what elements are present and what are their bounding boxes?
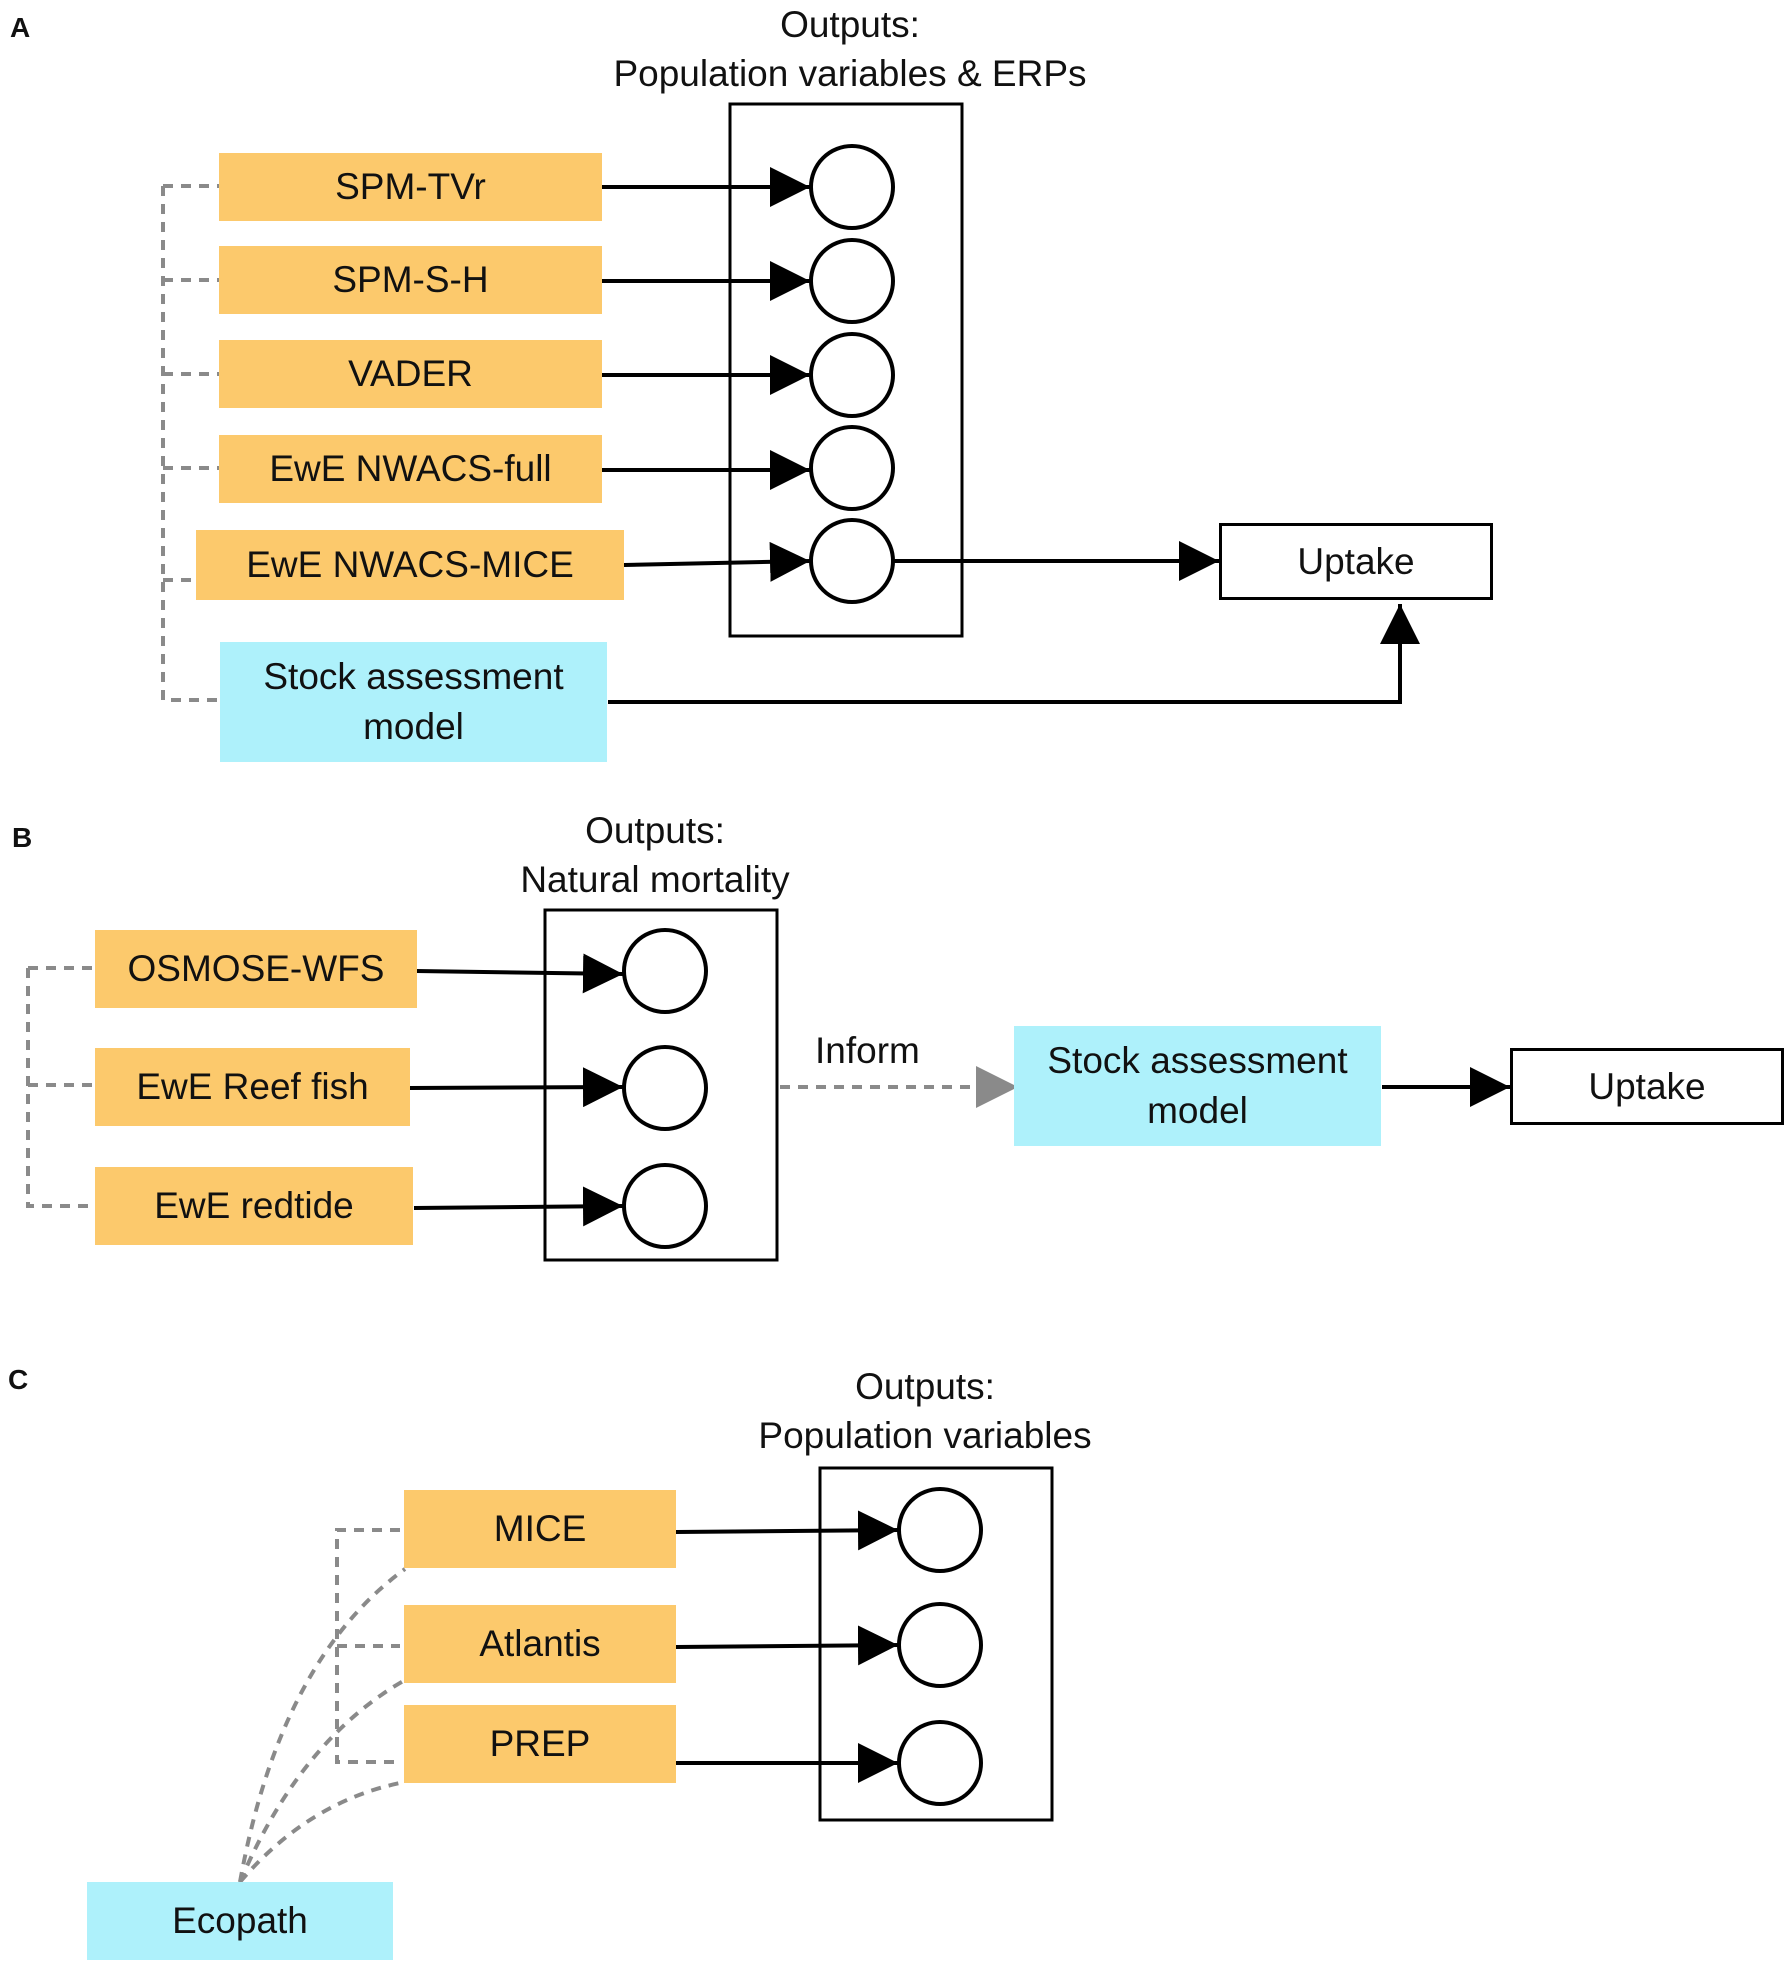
panel-b-output-circles — [622, 928, 708, 1249]
panel-c-dashed-links — [238, 1528, 407, 1884]
panel-b-outputs-box — [543, 908, 779, 1262]
output-circle — [897, 1487, 983, 1573]
outputs-subheading: Natural mortality — [520, 859, 790, 900]
panel-a-label: A — [10, 12, 31, 43]
panel-c-arrows — [675, 1510, 899, 1783]
panel-b-label: B — [12, 822, 33, 853]
output-circle — [809, 332, 895, 418]
model-box-prep: PREP — [404, 1705, 676, 1783]
panel-a-output-circles — [809, 144, 895, 604]
uptake-box: Uptake — [1219, 523, 1493, 600]
output-circle — [809, 238, 895, 324]
outputs-heading: Outputs: — [855, 1366, 995, 1407]
output-circle — [809, 425, 895, 511]
model-box-spm-s-h: SPM-S-H — [219, 246, 602, 314]
model-box-ewe-nwacs-full: EwE NWACS-full — [219, 435, 602, 503]
output-circle — [897, 1602, 983, 1688]
panel-a-outputs-box — [728, 102, 964, 638]
model-box-ewe-nwacs-mice: EwE NWACS-MICE — [196, 530, 624, 600]
output-circle — [897, 1720, 983, 1806]
panel-b-outputs-title: Outputs: Natural mortality — [460, 806, 850, 904]
stock-assessment-model-box: Stock assessment model — [220, 642, 607, 762]
model-box-osmose-wfs: OSMOSE-WFS — [95, 930, 417, 1008]
outputs-heading: Outputs: — [585, 810, 725, 851]
outputs-heading: Outputs: — [780, 4, 920, 45]
output-circle — [809, 144, 895, 230]
outputs-subheading: Population variables & ERPs — [613, 53, 1087, 94]
panel-b-dashed-links — [26, 966, 95, 1208]
output-circle — [622, 1045, 708, 1131]
model-box-ewe-redtide: EwE redtide — [95, 1167, 413, 1245]
panel-a-outputs-title: Outputs: Population variables & ERPs — [595, 0, 1105, 98]
output-circle — [622, 1163, 708, 1249]
outputs-subheading: Population variables — [758, 1415, 1092, 1456]
ecopath-box: Ecopath — [87, 1882, 393, 1960]
model-box-spm-tvr: SPM-TVr — [219, 153, 602, 221]
inform-label: Inform — [815, 1030, 920, 1071]
uptake-box: Uptake — [1510, 1048, 1784, 1125]
panel-b-arrows — [409, 953, 1510, 1227]
model-box-ewe-reef-fish: EwE Reef fish — [95, 1048, 410, 1126]
output-circle — [622, 928, 708, 1014]
model-box-atlantis: Atlantis — [404, 1605, 676, 1683]
panel-c-output-circles — [897, 1487, 983, 1806]
panel-c-label: C — [8, 1364, 29, 1395]
model-box-vader: VADER — [219, 340, 602, 408]
output-circle — [809, 518, 895, 604]
stock-assessment-model-box: Stock assessment model — [1014, 1026, 1381, 1146]
panel-a-arrows — [602, 167, 1420, 704]
panel-a-dashed-links — [161, 184, 220, 702]
panel-c-outputs-title: Outputs: Population variables — [725, 1362, 1125, 1460]
model-box-mice: MICE — [404, 1490, 676, 1568]
